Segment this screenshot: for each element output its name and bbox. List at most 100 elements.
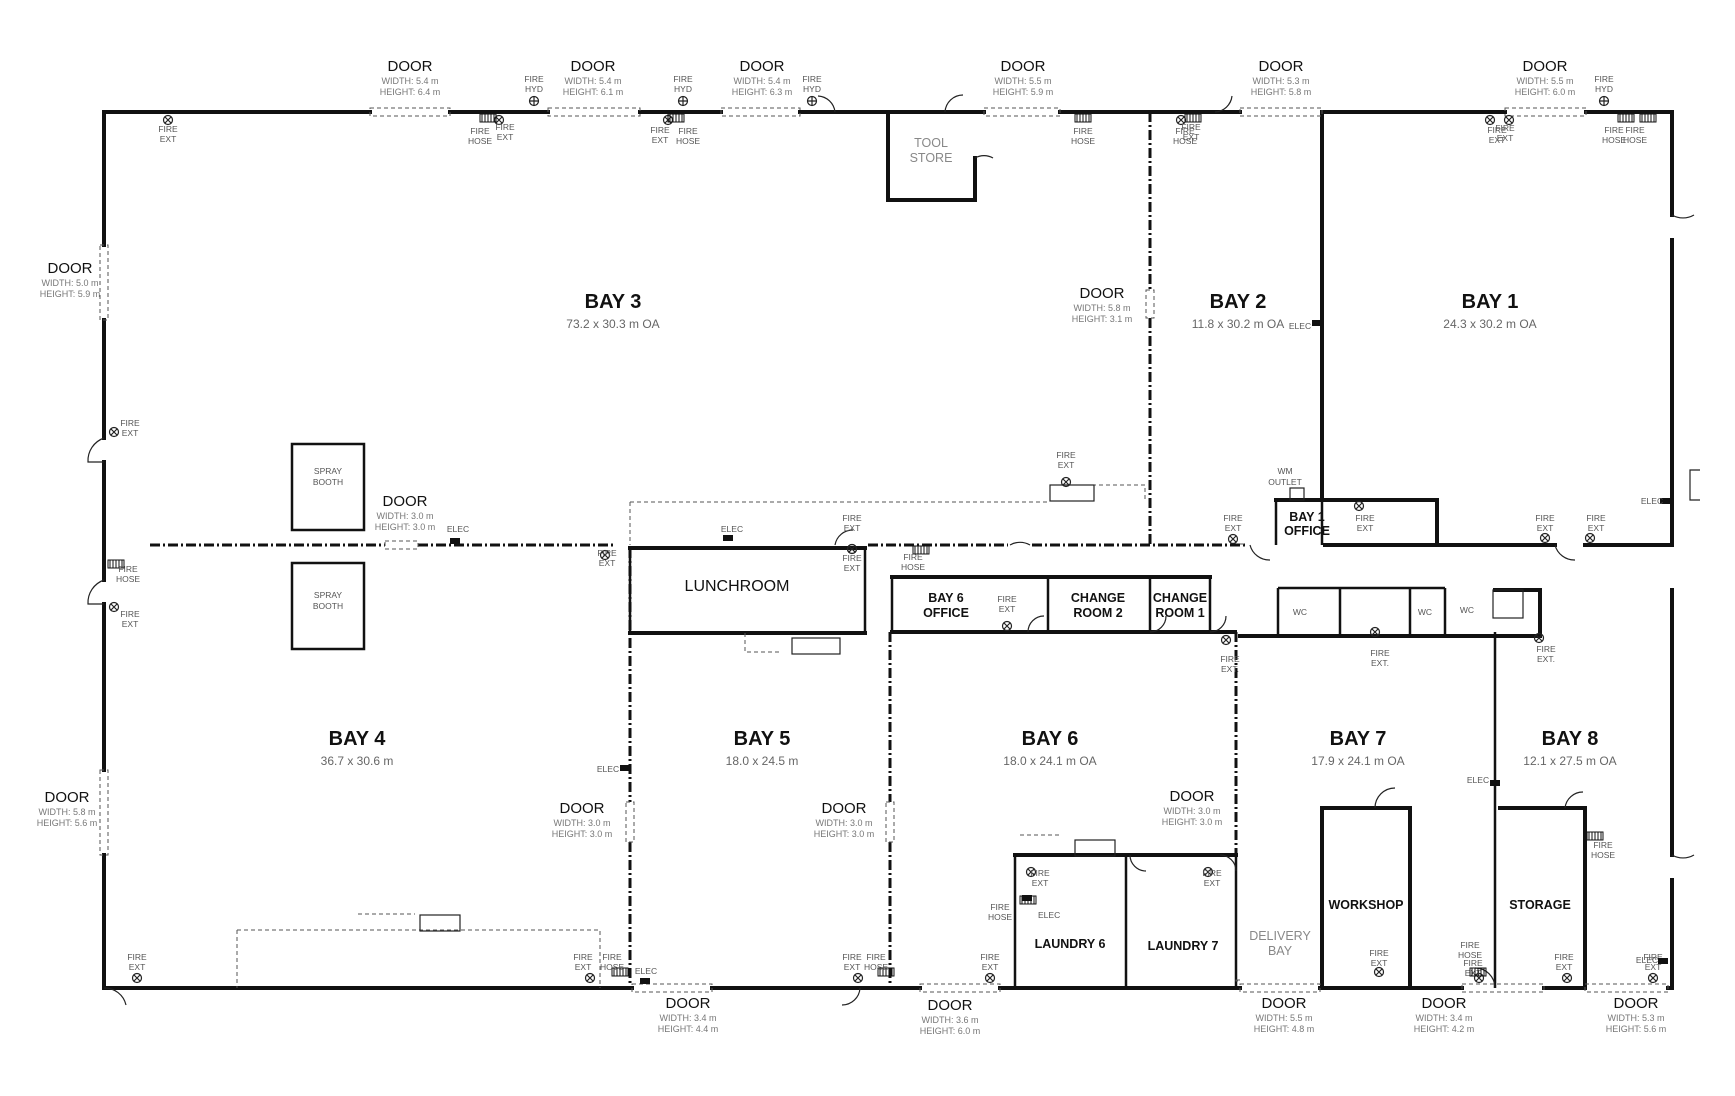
fire-extinguisher-icon (1060, 476, 1072, 488)
svg-text:WIDTH: 5.8 m: WIDTH: 5.8 m (38, 807, 95, 817)
tool-store-line1: TOOL (914, 136, 948, 150)
bay5-name: BAY 5 (734, 728, 791, 750)
fire-label: FIRE (1175, 126, 1195, 136)
wc-label-1: WC (1293, 607, 1307, 617)
svg-text:HEIGHT: 5.9 m: HEIGHT: 5.9 m (993, 87, 1054, 97)
wm-outlet: WM OUTLET (1268, 466, 1305, 501)
svg-text:WIDTH: 3.4 m: WIDTH: 3.4 m (1415, 1013, 1472, 1023)
svg-text:WIDTH: 3.4 m: WIDTH: 3.4 m (659, 1013, 716, 1023)
svg-text:DOOR: DOOR (1001, 58, 1046, 75)
bay1-office-2: OFFICE (1284, 524, 1330, 538)
fire-extinguisher-icon (1369, 626, 1381, 638)
ext-label: EXT (1489, 135, 1506, 145)
elec-panel-icon (1022, 895, 1032, 901)
svg-text:HEIGHT: 6.3 m: HEIGHT: 6.3 m (732, 87, 793, 97)
fire-extinguisher-icon (162, 114, 174, 126)
fire-label: FIRE (1220, 654, 1240, 664)
elec-panel-icon (640, 978, 650, 984)
svg-text:WIDTH: 5.5 m: WIDTH: 5.5 m (1255, 1013, 1312, 1023)
fire-label: FIRE (842, 553, 862, 563)
bay3-size: 73.2 x 30.3 m OA (566, 317, 659, 331)
hose-label: HOSE (988, 912, 1012, 922)
svg-text:HEIGHT: 3.1 m: HEIGHT: 3.1 m (1072, 314, 1133, 324)
fire-extinguisher-icon (1503, 114, 1515, 126)
fire-label: FIRE (495, 122, 515, 132)
bay6-office-2: OFFICE (923, 606, 969, 620)
svg-text:WIDTH: 5.4 m: WIDTH: 5.4 m (381, 76, 438, 86)
svg-text:DOOR: DOOR (1614, 995, 1659, 1012)
door-label: DOOR WIDTH: 3.0 m HEIGHT: 3.0 m (1162, 788, 1223, 827)
fire-hose-icon (1074, 113, 1092, 123)
fire-label: FIRE (127, 952, 147, 962)
door-label: DOOR WIDTH: 3.6 m HEIGHT: 6.0 m (920, 997, 981, 1036)
ext-label: EXT (1537, 523, 1554, 533)
fire-label: FIRE (997, 594, 1017, 604)
hose-label: HOSE (1623, 135, 1647, 145)
bay8-size: 12.1 x 27.5 m OA (1523, 754, 1616, 768)
ext-label: EXT (1645, 962, 1662, 972)
hose-label: HOSE (901, 562, 925, 572)
hose-label: HOSE (676, 136, 700, 146)
door-label: DOOR WIDTH: 5.3 m HEIGHT: 5.8 m (1251, 58, 1312, 97)
bay1-office-1: BAY 1 (1289, 510, 1324, 524)
elec-label: ELEC (1289, 321, 1311, 331)
fire-hose-icon (107, 559, 125, 569)
fire-hose-icon (1617, 113, 1635, 123)
svg-text:HEIGHT: 4.2 m: HEIGHT: 4.2 m (1414, 1024, 1475, 1034)
fire-extinguisher-icon (108, 426, 120, 438)
hyd-label: HYD (525, 84, 543, 94)
fire-hose-icon (1639, 113, 1657, 123)
fire-extinguisher-icon (131, 972, 143, 984)
spray-booth-bot-1: SPRAY (314, 590, 343, 600)
ext-label: EXT (122, 619, 139, 629)
door-label: DOOR WIDTH: 5.5 m HEIGHT: 4.8 m (1254, 995, 1315, 1034)
delivery-bay-1: DELIVERY (1249, 929, 1311, 943)
elec-label: ELEC (597, 764, 619, 774)
ext-label: EXT (1204, 878, 1221, 888)
fire-label: FIRE (573, 952, 593, 962)
svg-text:WIDTH: 3.0 m: WIDTH: 3.0 m (376, 511, 433, 521)
ext-label: EXT (599, 558, 616, 568)
bay4-size: 36.7 x 30.6 m (321, 754, 394, 768)
fire-label: FIRE (802, 74, 822, 84)
fire-label: FIRE (158, 124, 178, 134)
fire-label: FIRE (1073, 126, 1093, 136)
elec-panel-icon (1658, 958, 1668, 964)
svg-text:DOOR: DOOR (383, 493, 428, 510)
svg-text:HEIGHT: 5.6 m: HEIGHT: 5.6 m (1606, 1024, 1667, 1034)
svg-text:HEIGHT: 3.0 m: HEIGHT: 3.0 m (814, 829, 875, 839)
elec-label: ELEC (721, 524, 743, 534)
bay6-size: 18.0 x 24.1 m OA (1003, 754, 1096, 768)
change-room-2-2: ROOM 2 (1073, 606, 1122, 620)
fire-label: FIRE (1593, 840, 1613, 850)
ext-label: EXT (497, 132, 514, 142)
ext-label: EXT (575, 962, 592, 972)
door-label: DOOR WIDTH: 5.8 m HEIGHT: 5.6 m (37, 789, 98, 828)
door-label: DOOR WIDTH: 5.8 m HEIGHT: 3.1 m (1072, 285, 1133, 324)
svg-text:DOOR: DOOR (45, 789, 90, 806)
fire-extinguisher-icon (846, 543, 858, 555)
fire-label: FIRE (650, 125, 670, 135)
fire-extinguisher-icon (1202, 866, 1214, 878)
door-label: DOOR WIDTH: 3.0 m HEIGHT: 3.0 m (375, 493, 436, 532)
fire-label: FIRE (1535, 513, 1555, 523)
bay4-name: BAY 4 (329, 728, 387, 750)
hose-label: HOSE (116, 574, 140, 584)
svg-text:WIDTH: 3.0 m: WIDTH: 3.0 m (815, 818, 872, 828)
ext-label: EXT (160, 134, 177, 144)
door-label: DOOR WIDTH: 5.5 m HEIGHT: 5.9 m (993, 58, 1054, 97)
fire-hose-icon (912, 545, 930, 555)
hyd-label: HYD (1595, 84, 1613, 94)
svg-text:HEIGHT: 5.9 m: HEIGHT: 5.9 m (40, 289, 101, 299)
bay1-name: BAY 1 (1462, 291, 1519, 313)
svg-text:HEIGHT: 4.8 m: HEIGHT: 4.8 m (1254, 1024, 1315, 1034)
door-label: DOOR WIDTH: 3.4 m HEIGHT: 4.2 m (1414, 995, 1475, 1034)
svg-text:WIDTH: 5.0 m: WIDTH: 5.0 m (41, 278, 98, 288)
fire-label: FIRE (842, 952, 862, 962)
change-room-1-1: CHANGE (1153, 591, 1207, 605)
fire-extinguisher-icon (1584, 532, 1596, 544)
ext-label: EXT (652, 135, 669, 145)
door-label: DOOR WIDTH: 5.4 m HEIGHT: 6.3 m (732, 58, 793, 97)
svg-text:HEIGHT: 6.1 m: HEIGHT: 6.1 m (563, 87, 624, 97)
svg-text:WIDTH: 5.4 m: WIDTH: 5.4 m (733, 76, 790, 86)
